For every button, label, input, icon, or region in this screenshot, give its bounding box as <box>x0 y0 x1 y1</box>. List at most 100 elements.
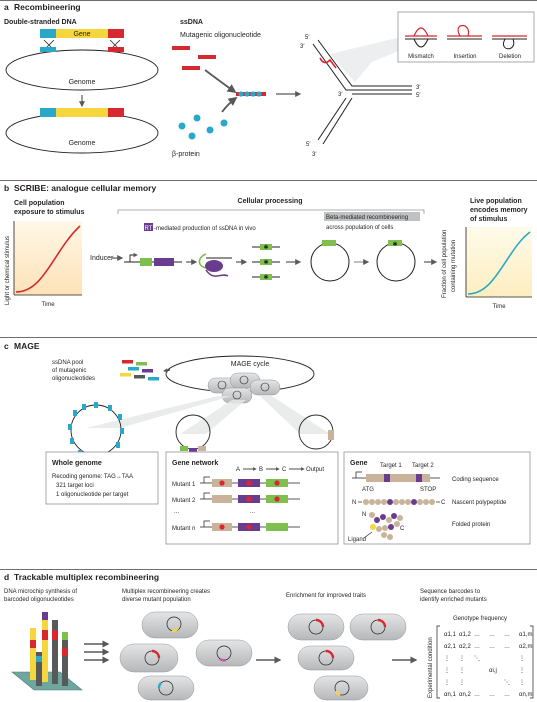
bound-beta <box>238 91 244 97</box>
matrix-cell: … <box>474 644 480 650</box>
end-label: 3′ <box>416 85 421 91</box>
bound-beta <box>250 91 256 97</box>
recombined-arm-right <box>108 108 124 117</box>
mutation-mark <box>219 657 227 662</box>
mismatch-label: Mismatch <box>408 54 434 60</box>
panel-c-letter: c <box>4 341 9 351</box>
matrix-cell: … <box>504 692 510 698</box>
network-segment <box>198 446 206 451</box>
genome-plasmid-top <box>5 49 159 91</box>
folded-c: C <box>400 526 405 532</box>
pool-oligo <box>148 377 159 381</box>
mutant-row-1: Mutant 1 <box>172 476 300 488</box>
memory-ylabel-2: containing mutation <box>451 240 457 292</box>
matrix-cell: αi,j <box>489 668 497 674</box>
whole-genome-line-3: 1 oligonucleotide per target <box>56 492 129 498</box>
cell-plasmid <box>239 375 249 385</box>
zoom-wedge <box>180 400 246 434</box>
mutant-row-n: Mutant n <box>172 520 300 532</box>
folded-label: Folded protein <box>452 522 490 528</box>
beta-box <box>324 212 420 221</box>
promoter-arrow <box>129 252 138 262</box>
network-output: Output <box>306 467 324 473</box>
stimulus-plot-area <box>14 221 82 295</box>
whole-genome-line-2: 321 target loci <box>56 483 94 489</box>
mutation-mark <box>151 649 161 659</box>
end-label: 5′ <box>305 35 310 41</box>
panel-d-letter: d <box>4 572 9 582</box>
coding-seq-label: Coding sequence <box>452 477 499 483</box>
construct-green <box>140 258 152 266</box>
matrix-cell: ⋮ <box>519 668 525 674</box>
panel-b: b SCRIBE: analogue cellular memory Cell … <box>0 180 537 310</box>
bound-beta <box>256 91 262 97</box>
insertion-label: Insertion <box>453 54 476 60</box>
step4-label-1: Sequence barcodes to <box>420 589 481 595</box>
panel-d-title: Trackable multiplex recombineering <box>14 572 159 582</box>
matrix-cell: α2,2 <box>459 644 471 650</box>
beta-protein <box>193 114 201 122</box>
fork-strand <box>312 43 412 91</box>
enriched-cell <box>349 613 407 641</box>
mutant-2-label: Mutant 2 <box>172 498 196 504</box>
matrix-cell: ⋮ <box>444 680 450 686</box>
ligand-pointer <box>363 531 373 539</box>
network-segment <box>189 448 197 453</box>
matrix-bracket-left <box>436 625 440 699</box>
mutation-mark <box>315 618 325 628</box>
rt-enzyme <box>205 260 223 272</box>
matrix-bracket-right <box>530 625 534 699</box>
matrix-cell: ⋮ <box>459 668 465 674</box>
insertion-loop <box>457 24 470 37</box>
enriched-cell <box>287 613 345 641</box>
fork-strand <box>317 97 347 141</box>
gene-box <box>343 451 531 545</box>
end-label: 3′ <box>312 152 317 158</box>
beta-protein <box>206 126 214 134</box>
whole-genome-title: Whole genome <box>52 460 102 467</box>
live-label-2: encodes memory <box>470 207 528 214</box>
end-label: 3′ <box>300 44 305 50</box>
beta-protein-label: β-protein <box>172 151 200 158</box>
processing-bracket <box>117 209 425 214</box>
matrix-cell: ⋮ <box>519 656 525 662</box>
matrix-cell: ⋮ <box>444 656 450 662</box>
mutation-star: ✱ <box>392 241 397 248</box>
node-c: C <box>282 467 287 473</box>
matrix-cell: α2,1 <box>444 644 456 650</box>
step1-label-2: barcoded oligonucleotides <box>4 597 74 603</box>
target-2-label: Target 2 <box>412 463 434 469</box>
arrow-oligo <box>204 69 237 94</box>
network-segment <box>180 446 188 451</box>
atg-label: ATG <box>362 487 374 493</box>
cell-plasmid <box>260 382 270 392</box>
mutant-cell <box>195 639 253 667</box>
genome-arm-left <box>40 47 56 52</box>
mutant-1-label: Mutant 1 <box>172 482 196 488</box>
matrix-cell: … <box>489 644 495 650</box>
target-1-site <box>384 474 390 482</box>
plasmid-after <box>376 242 416 282</box>
matrix-cell: ⋱ <box>474 656 480 662</box>
cell-plasmid <box>217 380 227 390</box>
mutant-cell <box>141 611 199 639</box>
panel-a-title: Recombineering <box>14 2 81 12</box>
mutation-star: ✱ <box>263 244 268 251</box>
panel-b-letter: b <box>4 183 9 193</box>
beta-protein <box>188 132 196 140</box>
mutant-row-2: Mutant 2 <box>172 492 300 504</box>
step3-label: Enrichment for improved traits <box>286 593 366 599</box>
matrix-cell: … <box>474 692 480 698</box>
whole-genome-line-1: Recoding genome: TAG→TAA <box>52 474 133 480</box>
mismatch-bubble <box>413 27 429 37</box>
panel-b-title: SCRIBE: analogue cellular memory <box>14 183 156 193</box>
oligo <box>198 55 216 59</box>
matrix-cell: α1,1 <box>444 632 456 638</box>
mutation-mark <box>171 627 179 633</box>
step2-label-1: Multiplex recombineering creates <box>122 589 210 595</box>
mage-cycle-label: MAGE cycle <box>231 361 270 368</box>
matrix-cell: … <box>489 692 495 698</box>
cell <box>249 379 281 396</box>
stimulus-curve <box>15 225 81 293</box>
